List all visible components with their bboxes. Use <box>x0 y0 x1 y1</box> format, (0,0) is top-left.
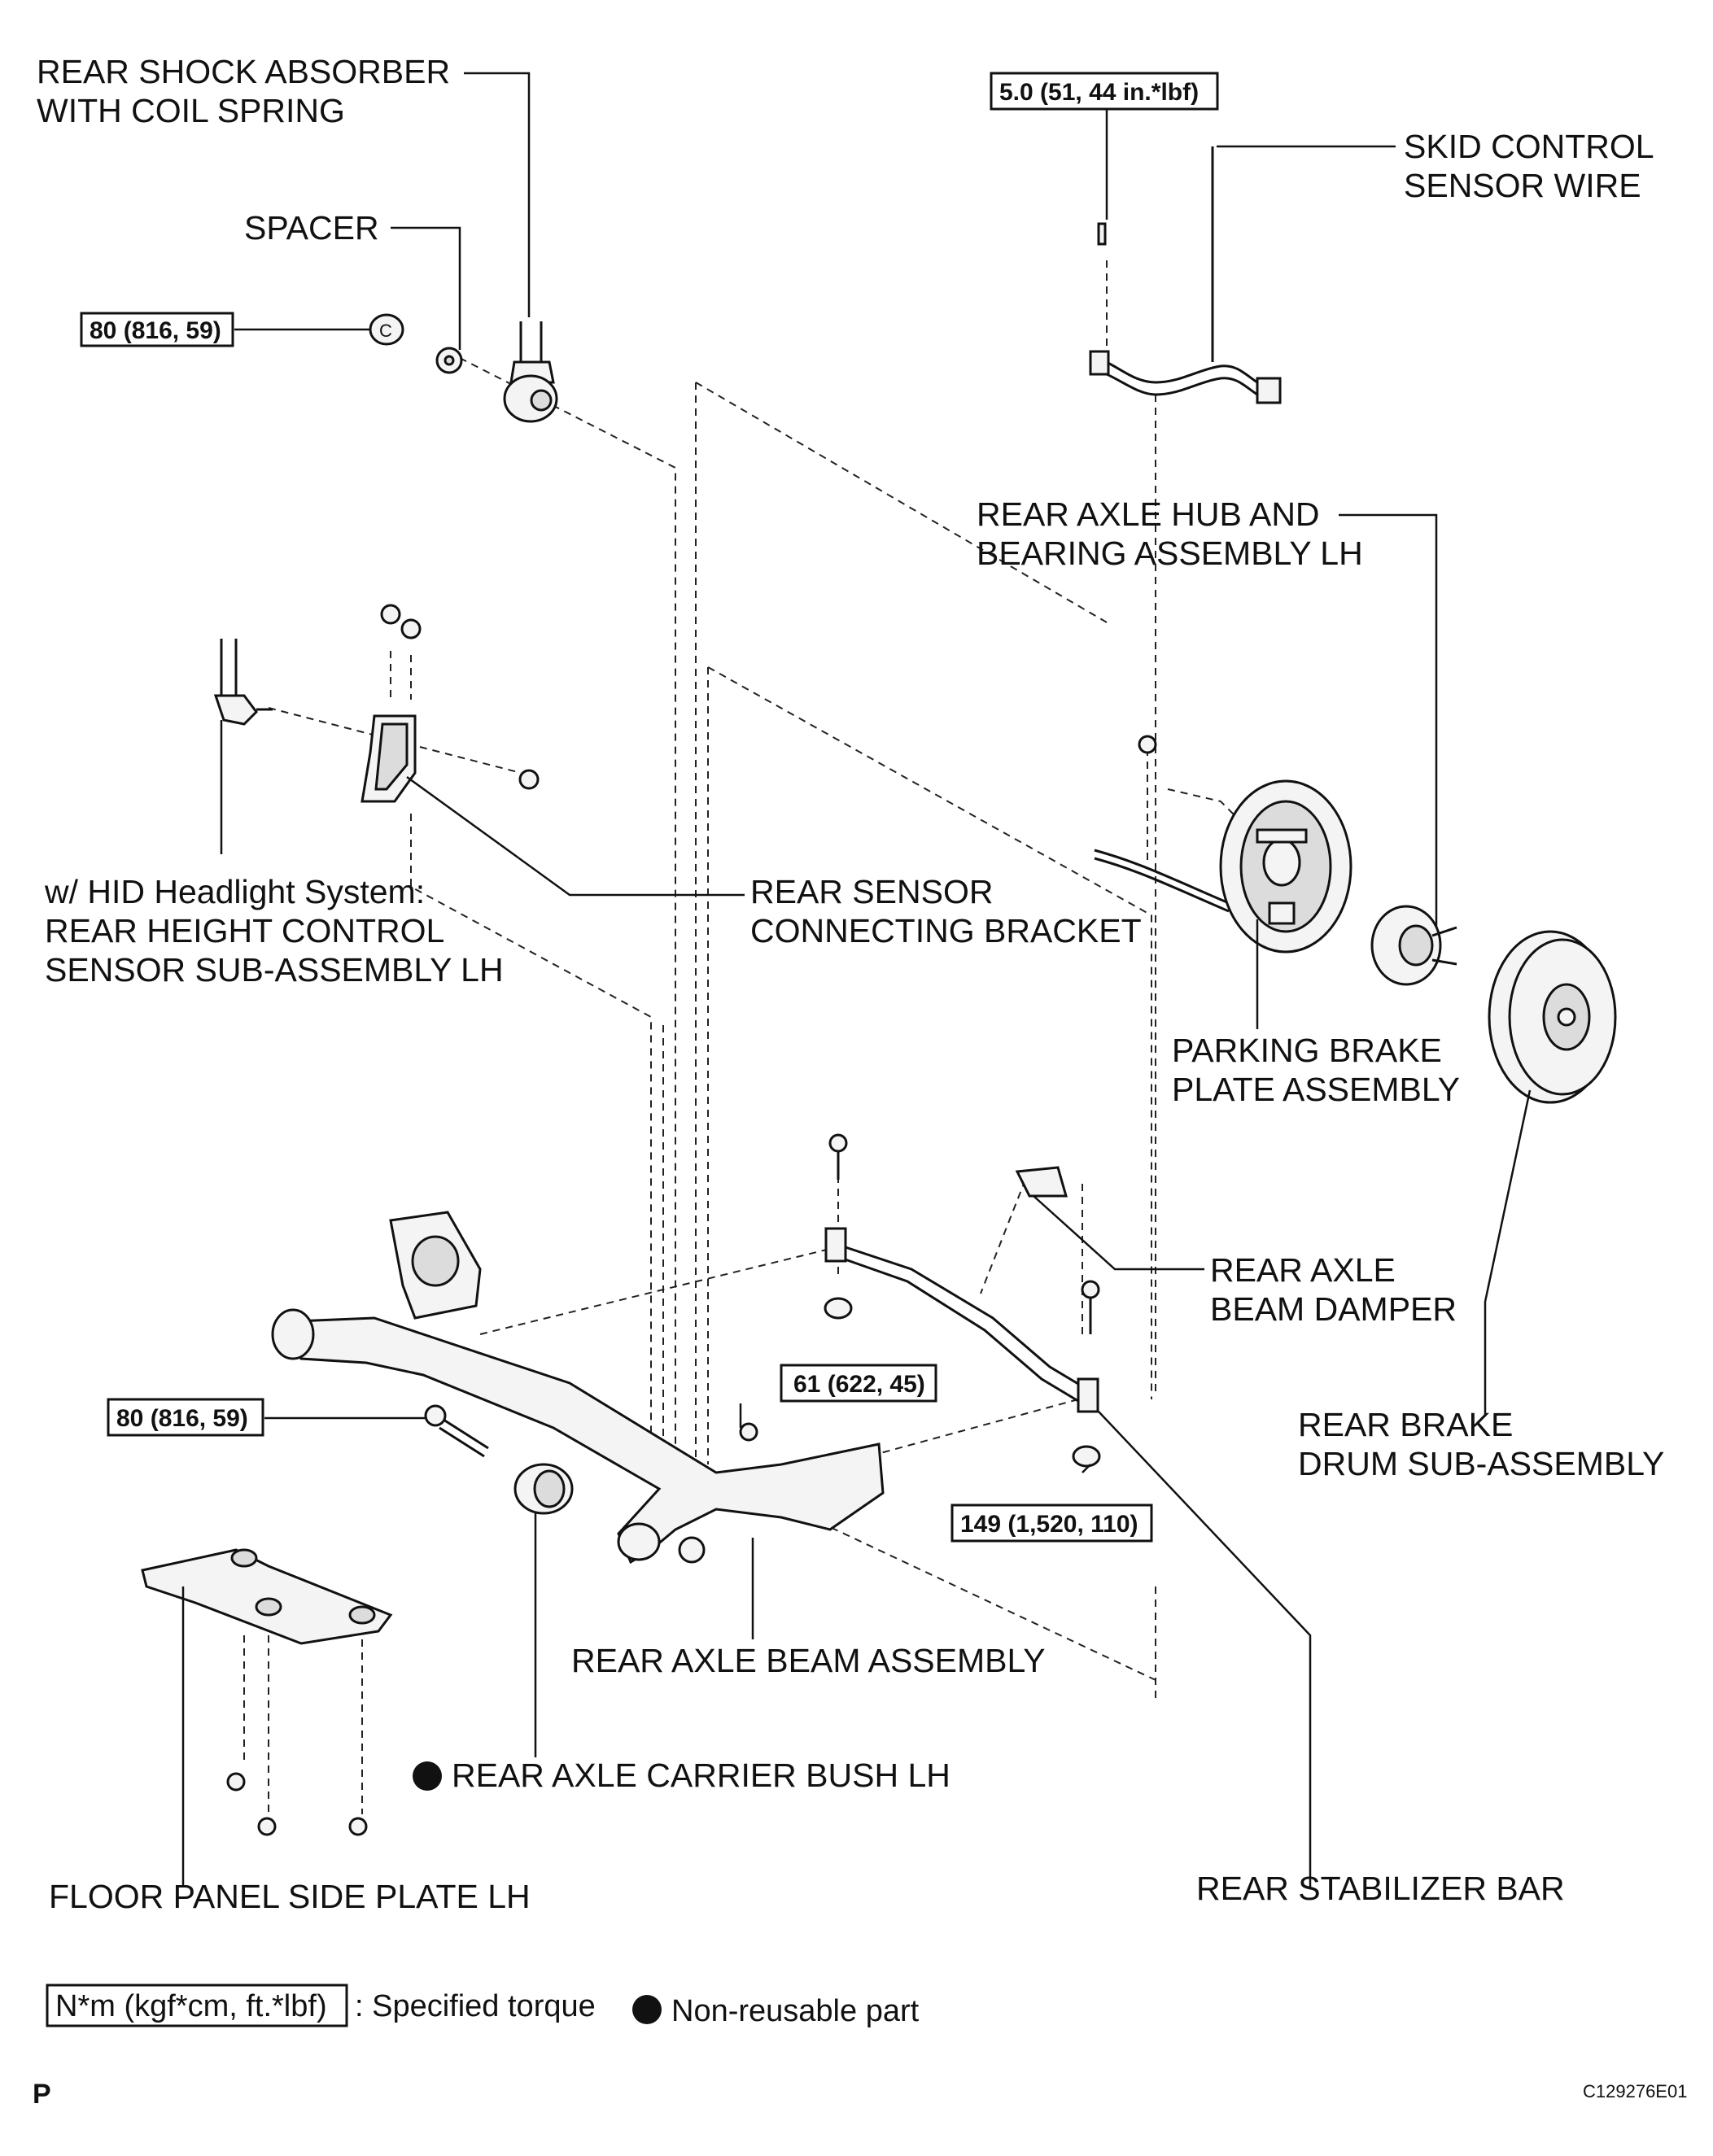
label-shock-line2: WITH COIL SPRING <box>37 92 345 129</box>
torque-shock: 80 (816, 59) <box>90 317 221 344</box>
rear-axle-hub-bearing-part <box>1370 905 1457 986</box>
label-hid-line3: SENSOR SUB-ASSEMBLY LH <box>45 951 504 989</box>
legend-nonreusable-bullet <box>632 1995 662 2024</box>
legend-unit-text: : Specified torque <box>355 1989 596 2023</box>
torque-box-beam <box>107 1398 264 1437</box>
legend: N*m (kgf*cm, ft.*lbf) : Specified torque… <box>46 1984 920 2028</box>
skid-control-sensor-wire-part <box>1089 146 1282 404</box>
label-stabilizer: REAR STABILIZER BAR <box>1196 1870 1565 1907</box>
torque-box-shock <box>80 312 234 347</box>
callout-labels: REAR SHOCK ABSORBER WITH COIL SPRING SPA… <box>37 53 1664 1915</box>
torque-box-149 <box>950 1504 1153 1543</box>
spacer-part <box>435 347 463 374</box>
label-skid-line2: SENSOR WIRE <box>1404 167 1641 204</box>
svg-text:C: C <box>379 321 392 341</box>
footer: P C129276E01 <box>33 2079 1687 2110</box>
label-hid-line1: w/ HID Headlight System: <box>44 873 425 910</box>
label-skid-line1: SKID CONTROL <box>1404 128 1654 165</box>
label-damper-line2: BEAM DAMPER <box>1210 1290 1457 1328</box>
assembly-dash-lines <box>243 260 1250 1814</box>
label-spacer: SPACER <box>244 209 379 247</box>
rear-height-control-sensor-part <box>213 639 273 726</box>
label-shock-line1: REAR SHOCK ABSORBER <box>37 53 450 90</box>
torque-beam: 80 (816, 59) <box>116 1405 248 1432</box>
label-bracket-line2: CONNECTING BRACKET <box>750 912 1142 949</box>
legend-nonreusable: Non-reusable part <box>671 1994 920 2028</box>
parking-brake-plate-part <box>1094 735 1352 954</box>
rear-shock-absorber-part <box>503 321 558 423</box>
torque-boxes: 80 (816, 59) 5.0 (51, 44 in.*lbf) 80 (81… <box>80 72 1219 1543</box>
shock-nut-part: C <box>369 313 404 346</box>
torque-sensor: 5.0 (51, 44 in.*lbf) <box>999 79 1199 106</box>
floor-panel-side-plate-part <box>141 1548 393 1836</box>
rear-sensor-connecting-bracket-part <box>361 714 417 803</box>
rear-axle-carrier-bush-part <box>513 1463 574 1515</box>
legend-unit-box <box>46 1984 348 2027</box>
torque-box-sensor <box>990 72 1219 111</box>
legend-unit: N*m (kgf*cm, ft.*lbf) <box>55 1989 327 2023</box>
label-beam: REAR AXLE BEAM ASSEMBLY <box>571 1642 1046 1679</box>
label-bush: REAR AXLE CARRIER BUSH LH <box>452 1757 950 1794</box>
rear-axle-beam-part <box>271 1211 885 1565</box>
label-hub-line1: REAR AXLE HUB AND <box>977 495 1320 533</box>
label-damper-line1: REAR AXLE <box>1210 1251 1396 1289</box>
leader-lines <box>181 72 1532 1888</box>
nonreusable-bullet-bush <box>413 1761 442 1791</box>
beam-bolt-part <box>424 1404 489 1458</box>
torque-149: 149 (1,520, 110) <box>960 1511 1138 1538</box>
label-drum-line1: REAR BRAKE <box>1298 1406 1513 1443</box>
torque-61: 61 (622, 45) <box>793 1371 925 1398</box>
rear-stabilizer-bar-part <box>739 1133 1101 1468</box>
label-hub-line2: BEARING ASSEMBLY LH <box>977 535 1363 572</box>
rear-brake-drum-part <box>1488 930 1617 1104</box>
label-bracket-line1: REAR SENSOR <box>750 873 993 910</box>
label-parking-line1: PARKING BRAKE <box>1172 1032 1442 1069</box>
label-hid-line2: REAR HEIGHT CONTROL <box>45 912 444 949</box>
section-letter: P <box>33 2079 51 2110</box>
label-drum-line2: DRUM SUB-ASSEMBLY <box>1298 1445 1664 1482</box>
torque-box-61 <box>780 1364 937 1403</box>
label-parking-line2: PLATE ASSEMBLY <box>1172 1071 1460 1108</box>
figure-code: C129276E01 <box>1583 2081 1687 2101</box>
label-floor: FLOOR PANEL SIDE PLATE LH <box>49 1878 531 1915</box>
bracket-nuts-part <box>380 604 540 790</box>
